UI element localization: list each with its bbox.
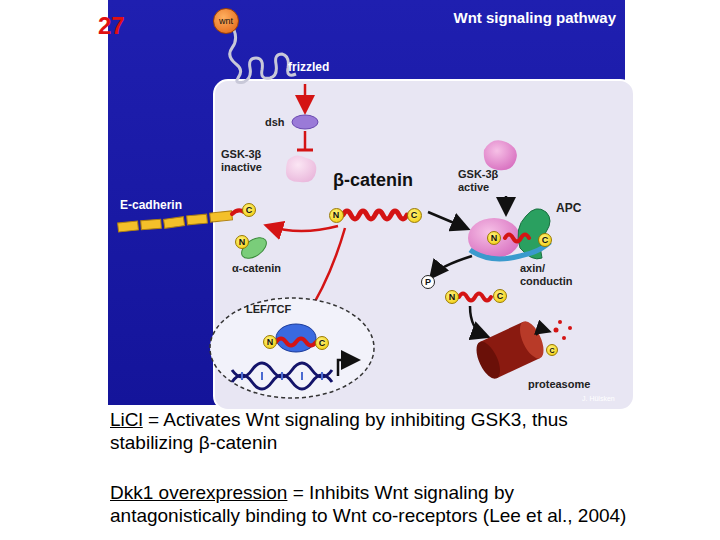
note-text: = Activates Wnt signaling by inhibiting … bbox=[110, 409, 568, 453]
note-term: Dkk1 overexpression bbox=[110, 482, 287, 503]
terminus-letter: C bbox=[549, 347, 554, 354]
callout-number: 27 bbox=[98, 12, 125, 40]
protein-label: β-catenin bbox=[333, 170, 413, 191]
note-paragraph: LiCl= Activates Wnt signaling by inhibit… bbox=[110, 408, 630, 454]
protein-label: LEF/TCF bbox=[246, 303, 291, 316]
note-term: LiCl bbox=[110, 409, 143, 430]
terminus-circle: C bbox=[242, 203, 256, 217]
terminus-circle: N bbox=[235, 235, 249, 249]
protein-label: dsh bbox=[265, 116, 285, 129]
receptor-label: frizzled bbox=[288, 61, 329, 75]
protein-label: α-catenin bbox=[232, 262, 281, 275]
terminus-letter: C bbox=[411, 211, 418, 220]
terminus-circle: N bbox=[445, 290, 459, 304]
terminus-circle: C bbox=[546, 344, 558, 356]
terminus-circle: C bbox=[538, 233, 552, 247]
terminus-circle: N bbox=[329, 208, 344, 223]
terminus-circle: N bbox=[487, 231, 501, 245]
terminus-letter: N bbox=[239, 238, 246, 247]
protein-label: GSK-3β inactive bbox=[221, 148, 279, 173]
terminus-circle: C bbox=[493, 289, 507, 303]
protein-label: GSK-3β active bbox=[458, 168, 506, 193]
terminus-circle: C bbox=[315, 336, 329, 350]
terminus-letter: C bbox=[246, 206, 253, 215]
terminus-letter: N bbox=[449, 293, 456, 302]
protein-label: APC bbox=[556, 202, 581, 216]
wnt-ligand: wnt bbox=[213, 8, 239, 34]
note-paragraph: Dkk1 overexpression= Inhibits Wnt signal… bbox=[110, 481, 630, 527]
phosphate-circle: P bbox=[421, 275, 435, 289]
terminus-letter: C bbox=[497, 292, 504, 301]
terminus-letter: C bbox=[319, 339, 326, 348]
terminus-circle: C bbox=[407, 208, 422, 223]
terminus-letter: N bbox=[491, 234, 498, 243]
terminus-circle: N bbox=[263, 335, 277, 349]
terminus-letter: N bbox=[267, 338, 274, 347]
terminus-letter: P bbox=[425, 278, 431, 287]
credit-label: J. Hülsken bbox=[582, 395, 615, 403]
protein-label: axin/ conductin bbox=[520, 262, 580, 287]
protein-label: E-cadherin bbox=[120, 199, 182, 213]
ligand-label: wnt bbox=[219, 17, 233, 26]
slide-title: Wnt signaling pathway bbox=[380, 9, 616, 26]
terminus-letter: N bbox=[333, 211, 340, 220]
terminus-letter: C bbox=[542, 236, 549, 245]
protein-label: proteasome bbox=[528, 378, 590, 391]
